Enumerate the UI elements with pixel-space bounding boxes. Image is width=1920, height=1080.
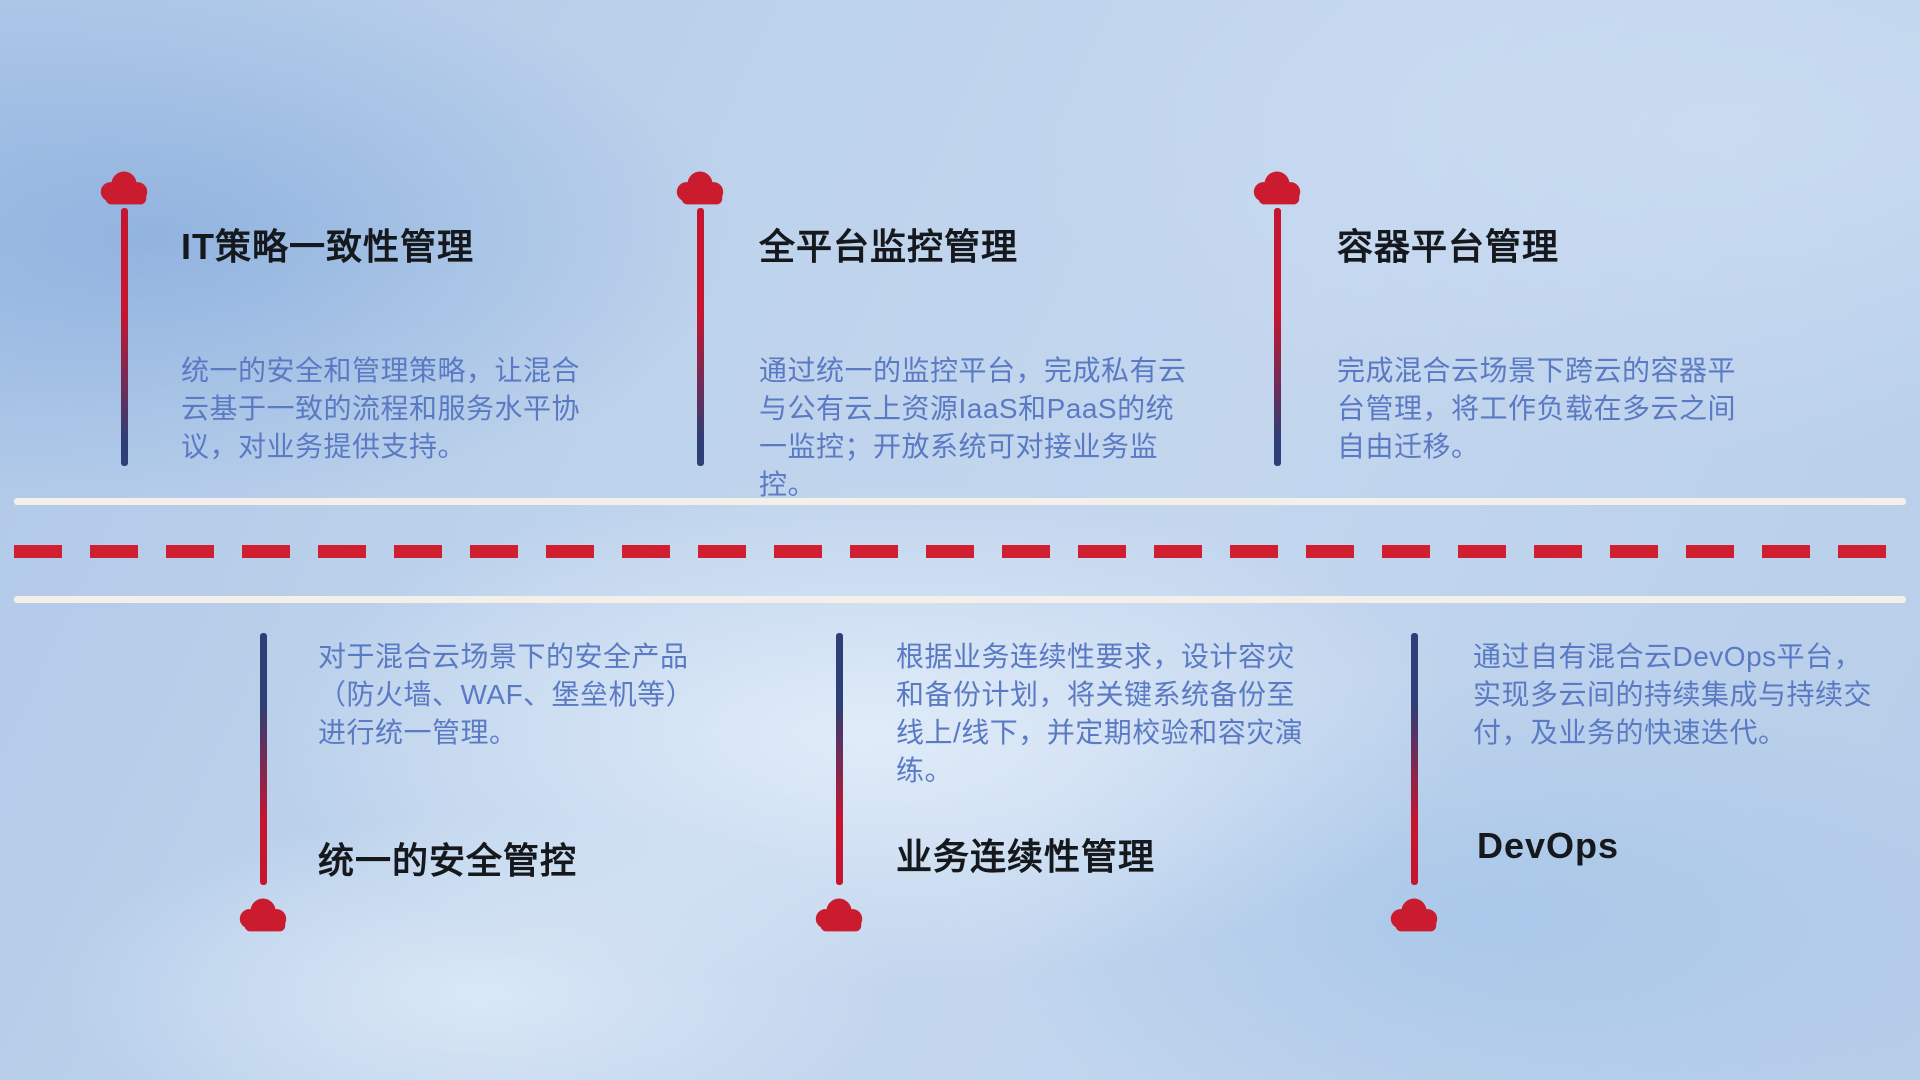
timeline-stem — [121, 208, 128, 466]
item-desc-continuity: 根据业务连续性要求，设计容灾和备份计划，将关键系统备份至线上/线下，并定期校验和… — [896, 641, 1304, 786]
item-title-it-policy: IT策略一致性管理 — [181, 226, 474, 267]
item-title-devops: DevOps — [1477, 825, 1620, 866]
item-title-continuity: 业务连续性管理 — [896, 836, 1156, 877]
timeline-stem — [836, 633, 843, 885]
cloud-icon — [1248, 166, 1306, 208]
item-title-container: 容器平台管理 — [1337, 226, 1560, 267]
item-desc-devops: 通过自有混合云DevOps平台，实现多云间的持续集成与持续交付，及业务的快速迭代… — [1473, 641, 1873, 748]
road-line-top — [14, 498, 1906, 505]
cloud-icon — [671, 166, 729, 208]
timeline-stem — [260, 633, 267, 885]
road-line-bottom — [14, 596, 1906, 603]
item-desc-monitoring: 通过统一的监控平台，完成私有云与公有云上资源IaaS和PaaS的统一监控；开放系… — [759, 355, 1187, 500]
item-title-monitoring: 全平台监控管理 — [759, 226, 1019, 267]
timeline-stem — [1411, 633, 1418, 885]
item-desc-container: 完成混合云场景下跨云的容器平台管理，将工作负载在多云之间自由迁移。 — [1337, 355, 1737, 462]
cloud-icon — [810, 893, 868, 935]
item-title-security: 统一的安全管控 — [318, 840, 578, 881]
cloud-icon — [95, 166, 153, 208]
timeline-stem — [1274, 208, 1281, 466]
road-dashed-line — [14, 545, 1906, 558]
timeline-stem — [697, 208, 704, 466]
item-desc-security: 对于混合云场景下的安全产品（防火墙、WAF、堡垒机等）进行统一管理。 — [318, 641, 695, 748]
cloud-icon — [234, 893, 292, 935]
item-desc-it-policy: 统一的安全和管理策略，让混合云基于一致的流程和服务水平协议，对业务提供支持。 — [181, 355, 581, 462]
cloud-icon — [1385, 893, 1443, 935]
